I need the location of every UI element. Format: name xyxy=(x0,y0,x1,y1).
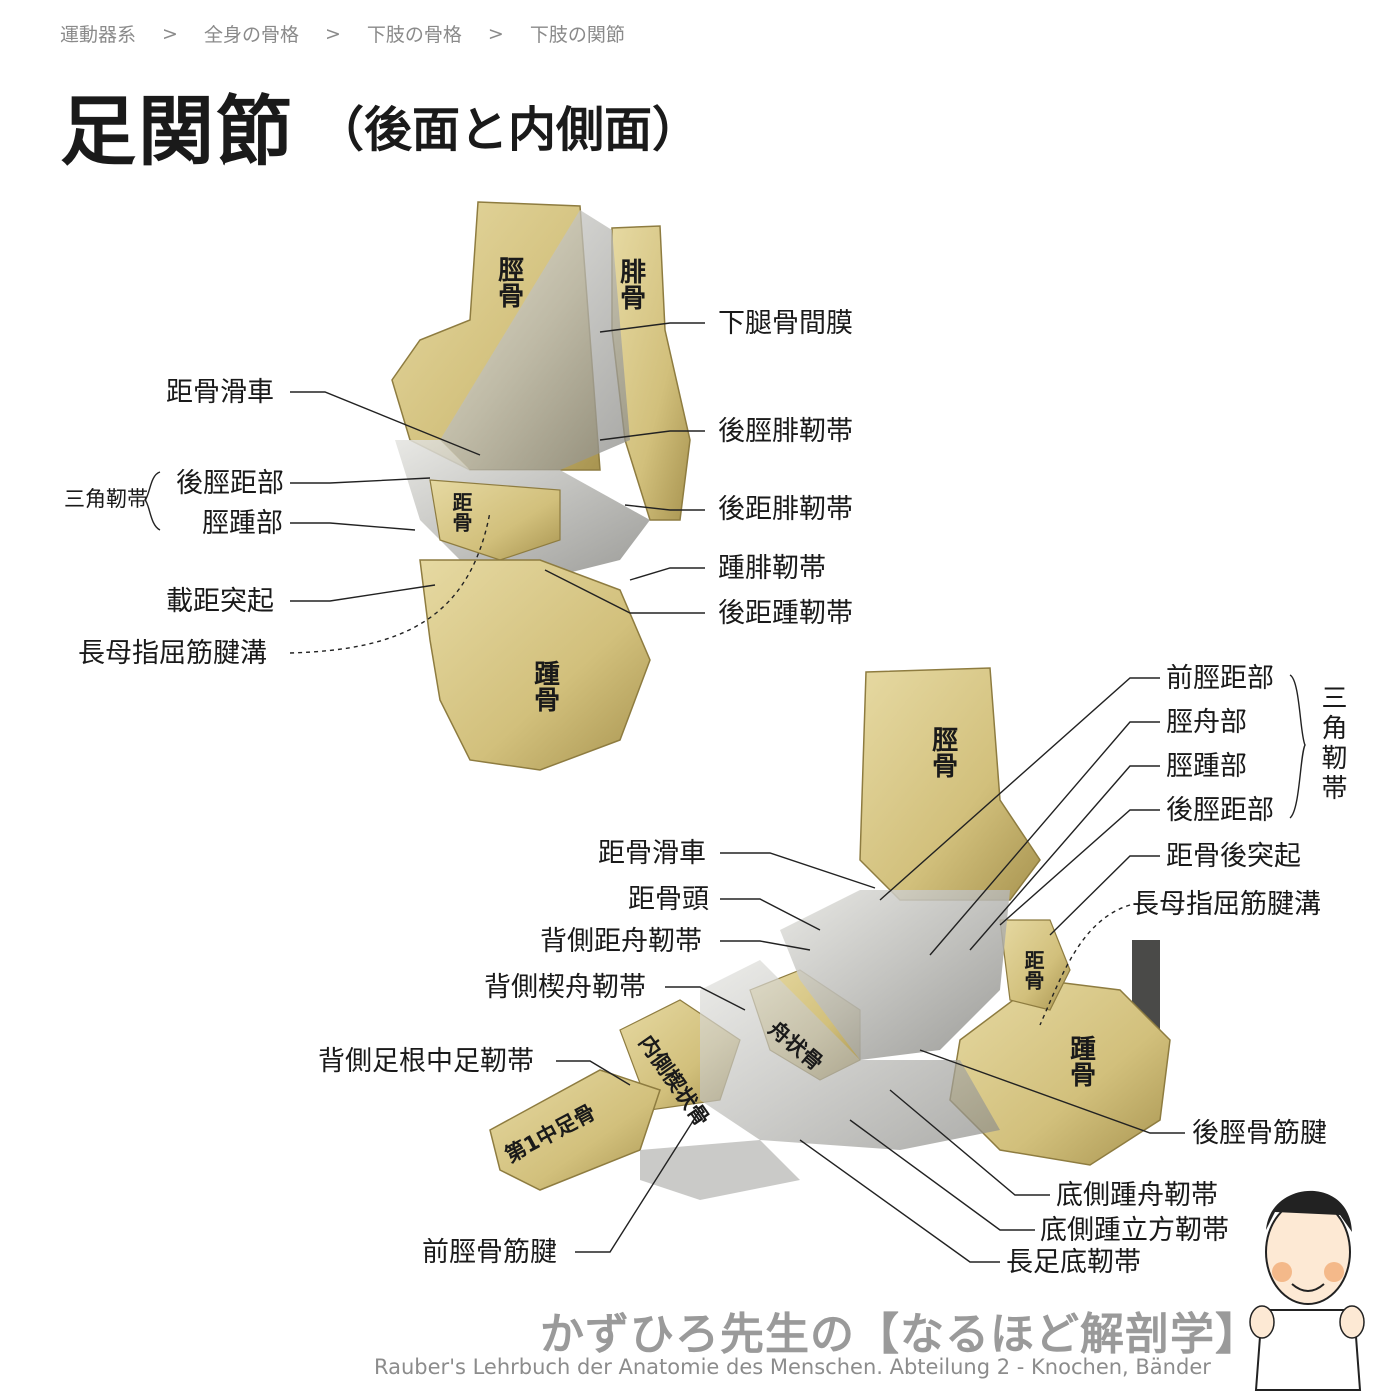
label-tibiocalcaneal-medial: 脛踵部 xyxy=(1166,751,1247,782)
posterior-talus-label: 距骨 xyxy=(449,492,473,532)
breadcrumb-separator: > xyxy=(487,22,504,45)
breadcrumb-item[interactable]: 運動器系 xyxy=(60,24,137,46)
breadcrumb-separator: > xyxy=(162,22,178,45)
label-trochlea-medial: 距骨滑車 xyxy=(598,838,706,869)
medial-leaders xyxy=(556,674,1306,1263)
medial-calcaneus-label: 踵骨 xyxy=(1065,1035,1096,1087)
label-long-plantar: 長足底靭帯 xyxy=(1006,1247,1141,1278)
label-anterior-tibiotalar: 前脛距部 xyxy=(1166,663,1274,694)
label-fhl-groove-posterior: 長母指屈筋腱溝 xyxy=(78,638,267,669)
posterior-view xyxy=(391,201,691,771)
medial-tibia-label: 脛骨 xyxy=(927,726,958,778)
breadcrumb: 運動器系 > 全身の骨格 > 下肢の骨格 > 下肢の関節 xyxy=(60,20,625,47)
source-credit: Rauber's Lehrbuch der Anatomie des Mensc… xyxy=(374,1355,1211,1379)
breadcrumb-item[interactable]: 全身の骨格 xyxy=(203,24,299,46)
mascot-icon xyxy=(1249,1190,1365,1391)
brand-title: かずひろ先生の【なるほど解剖学】 xyxy=(540,1309,1260,1360)
medial-talus-label: 距骨 xyxy=(1021,950,1045,990)
label-posterior-talocalcaneal: 後距踵靭帯 xyxy=(718,598,853,629)
label-tibiocalcaneal-posterior: 脛踵部 xyxy=(202,508,283,539)
posterior-tibia-label: 脛骨 xyxy=(493,256,524,308)
breadcrumb-separator: > xyxy=(324,22,341,45)
label-posterior-talofibular: 後距腓靭帯 xyxy=(718,494,853,525)
label-plantar-calcaneocuboid: 底側踵立方靭帯 xyxy=(1040,1215,1229,1246)
label-tibionavicular: 脛舟部 xyxy=(1166,707,1247,738)
page-title: 足関節 xyxy=(60,87,294,176)
label-sustentaculum: 載距突起 xyxy=(166,586,274,617)
label-posterior-tibiofibular: 後脛腓靭帯 xyxy=(718,416,853,447)
label-posterior-tibiotalar: 後脛距部 xyxy=(176,468,284,499)
medial-view xyxy=(489,667,1171,1200)
posterior-leaders xyxy=(144,322,705,654)
label-plantar-calcaneonavicular: 底側踵舟靭帯 xyxy=(1056,1180,1218,1211)
page-subtitle: （後面と内側面） xyxy=(316,102,701,158)
label-anterior-tibialis-tendon: 前脛骨筋腱 xyxy=(422,1237,557,1268)
label-interosseous-membrane: 下腿骨間膜 xyxy=(718,308,853,339)
breadcrumb-item[interactable]: 下肢の関節 xyxy=(529,24,625,46)
label-trochlea-posterior: 距骨滑車 xyxy=(166,377,274,408)
label-posterior-process: 距骨後突起 xyxy=(1166,841,1301,872)
label-posterior-tibialis-tendon: 後脛骨筋腱 xyxy=(1192,1118,1327,1149)
label-posterior-tibiotalar-medial: 後脛距部 xyxy=(1166,795,1274,826)
posterior-calcaneus-label: 踵骨 xyxy=(529,660,560,712)
label-dorsal-tarsometatarsal: 背側足根中足靭帯 xyxy=(318,1046,534,1077)
label-deltoid-medial: 三角靭帯 xyxy=(1317,684,1347,804)
label-deltoid-posterior: 三角靭帯 xyxy=(64,487,148,511)
label-calcaneofibular: 踵腓靭帯 xyxy=(718,553,826,584)
label-talus-head: 距骨頭 xyxy=(628,884,709,915)
posterior-fibula-label: 腓骨 xyxy=(615,258,646,310)
label-fhl-groove-medial: 長母指屈筋腱溝 xyxy=(1132,889,1321,920)
label-dorsal-talonavicular: 背側距舟靭帯 xyxy=(540,926,702,957)
label-dorsal-cuneonavicular: 背側楔舟靭帯 xyxy=(484,972,646,1003)
breadcrumb-item[interactable]: 下肢の骨格 xyxy=(366,24,462,46)
